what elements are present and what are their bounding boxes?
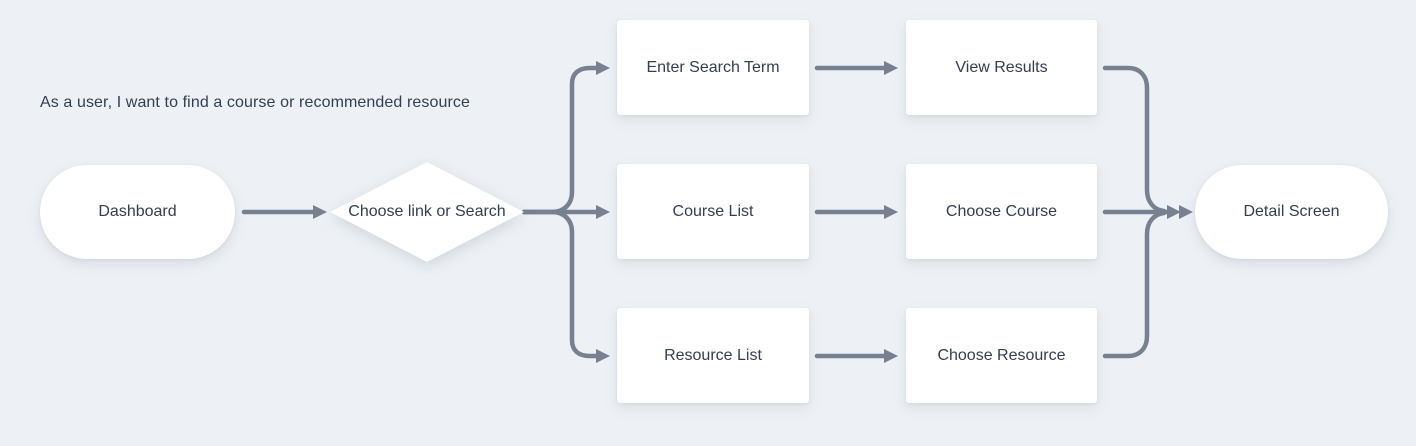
decision-diamond-shape: Choose link or Search [330, 162, 524, 262]
arrowhead-into-choose-resource [884, 349, 898, 363]
node-choose-link-or-search[interactable]: Choose link or Search [330, 162, 524, 262]
node-course-list[interactable]: Course List [617, 164, 809, 259]
node-detail-screen[interactable]: Detail Screen [1195, 165, 1388, 259]
node-choose-resource[interactable]: Choose Resource [906, 308, 1097, 403]
arrowhead-into-decision [313, 205, 327, 219]
arrowhead-into-view-results [884, 61, 898, 75]
connector-choose-resource-to-detail-screen [1102, 210, 1167, 359]
node-label: Course List [672, 202, 754, 220]
user-story-text: As a user, I want to find a course or re… [40, 94, 471, 111]
node-dashboard[interactable]: Dashboard [40, 165, 235, 259]
arrowhead-into-resource-list [596, 349, 610, 363]
node-choose-course[interactable]: Choose Course [906, 164, 1097, 259]
arrowhead-into-choose-course [884, 205, 898, 219]
node-enter-search-term[interactable]: Enter Search Term [617, 20, 809, 115]
node-label: Choose Resource [937, 346, 1066, 364]
connector-decision-to-enter-search-term [521, 65, 599, 215]
node-label: Dashboard [98, 203, 177, 220]
arrowhead-into-enter-search-term [596, 61, 610, 75]
node-label: View Results [955, 58, 1048, 76]
arrowhead-into-course-list [596, 205, 610, 219]
arrowhead-into-detail-screen-2 [1179, 205, 1193, 219]
node-label: Choose Course [945, 202, 1058, 220]
node-label: Enter Search Term [646, 58, 780, 76]
node-label: Detail Screen [1243, 203, 1340, 220]
connector-view-results-to-detail-screen [1102, 65, 1167, 214]
arrowhead-into-detail-screen-1 [1167, 205, 1181, 219]
node-resource-list[interactable]: Resource List [617, 308, 809, 403]
node-label: Resource List [664, 346, 762, 364]
node-view-results[interactable]: View Results [906, 20, 1097, 115]
node-label: Choose link or Search [348, 203, 506, 220]
connector-decision-to-resource-list [521, 209, 599, 359]
